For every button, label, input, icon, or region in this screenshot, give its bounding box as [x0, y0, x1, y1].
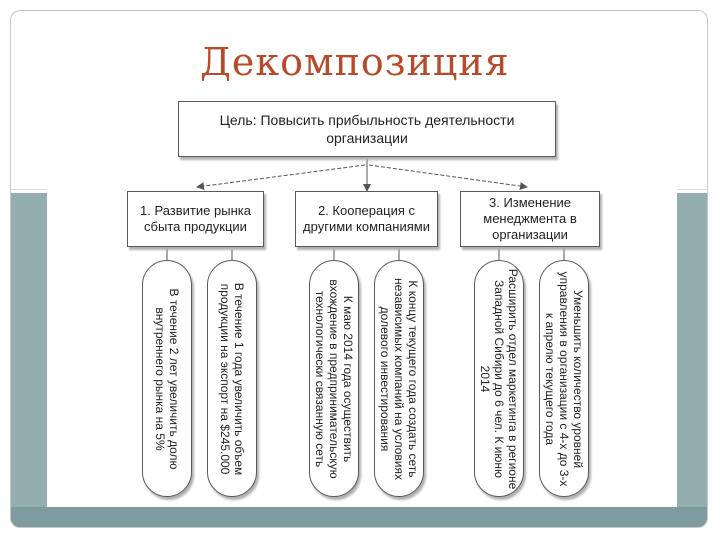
task-text: К маю 2014 года осуществить вхождение в … [313, 278, 355, 479]
task-pill: Расширить отдел маркетинга в регионе Зап… [474, 260, 524, 497]
category-label: 3. Изменение менеджмента в организации [483, 195, 577, 242]
connector-goal-right [368, 164, 528, 190]
task-pill: В течение 1 года увеличить объем продукц… [207, 260, 257, 497]
category-label: 2. Кооперация с другими компаниями [303, 203, 430, 234]
task-pill: В течение 2 лет увеличить долю внутренне… [142, 260, 192, 497]
goal-box: Цель: Повысить прибыльность деятельности… [178, 101, 556, 157]
task-pill: К концу текущего года создать сеть незав… [374, 260, 424, 497]
task-text: В течение 2 лет увеличить долю внутренне… [153, 287, 181, 470]
connector-lines [166, 157, 565, 260]
category-box-management: 3. Изменение менеджмента в организации [460, 191, 600, 247]
goal-text: Цель: Повысить прибыльность деятельности… [219, 112, 515, 146]
connector-goal-left [196, 164, 366, 191]
task-text: Расширить отдел маркетинга в регионе Зап… [478, 268, 520, 489]
bottom-bar [11, 507, 707, 527]
slide-title: Декомпозиция [200, 40, 510, 84]
task-text: Уменьшить количество уровней управления … [543, 271, 585, 486]
category-box-cooperation: 2. Кооперация с другими компаниями [295, 191, 438, 247]
task-pill: К маю 2014 года осуществить вхождение в … [309, 260, 359, 497]
category-box-market: 1. Развитие рынка сбыта продукции [127, 191, 264, 247]
task-text: В течение 1 года увеличить объем продукц… [218, 282, 246, 475]
task-pill: Уменьшить количество уровней управления … [539, 260, 589, 497]
decomposition-diagram: Цель: Повысить прибыльность деятельности… [47, 95, 677, 507]
task-text: К концу текущего года создать сеть незав… [378, 277, 420, 480]
category-label: 1. Развитие рынка сбыта продукции [140, 203, 251, 234]
